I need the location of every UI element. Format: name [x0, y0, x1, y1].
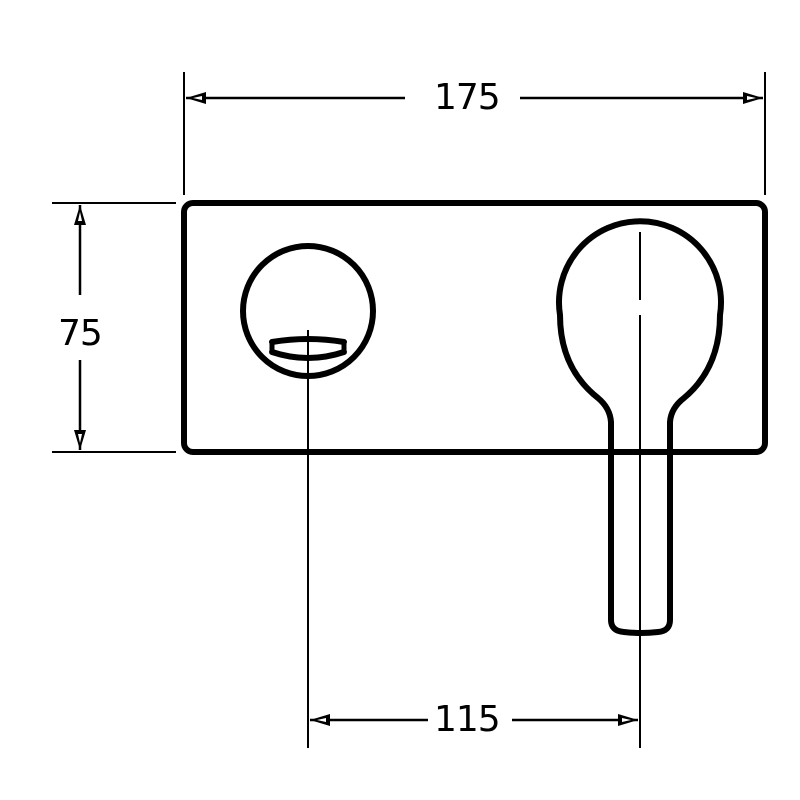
mixer-lever-handle: [556, 218, 724, 452]
dimension-label-height: 75: [52, 316, 108, 352]
back-plate: [181, 200, 768, 455]
dimension-label-width: 175: [428, 80, 506, 116]
dimension-label-centres: 115: [428, 702, 506, 738]
